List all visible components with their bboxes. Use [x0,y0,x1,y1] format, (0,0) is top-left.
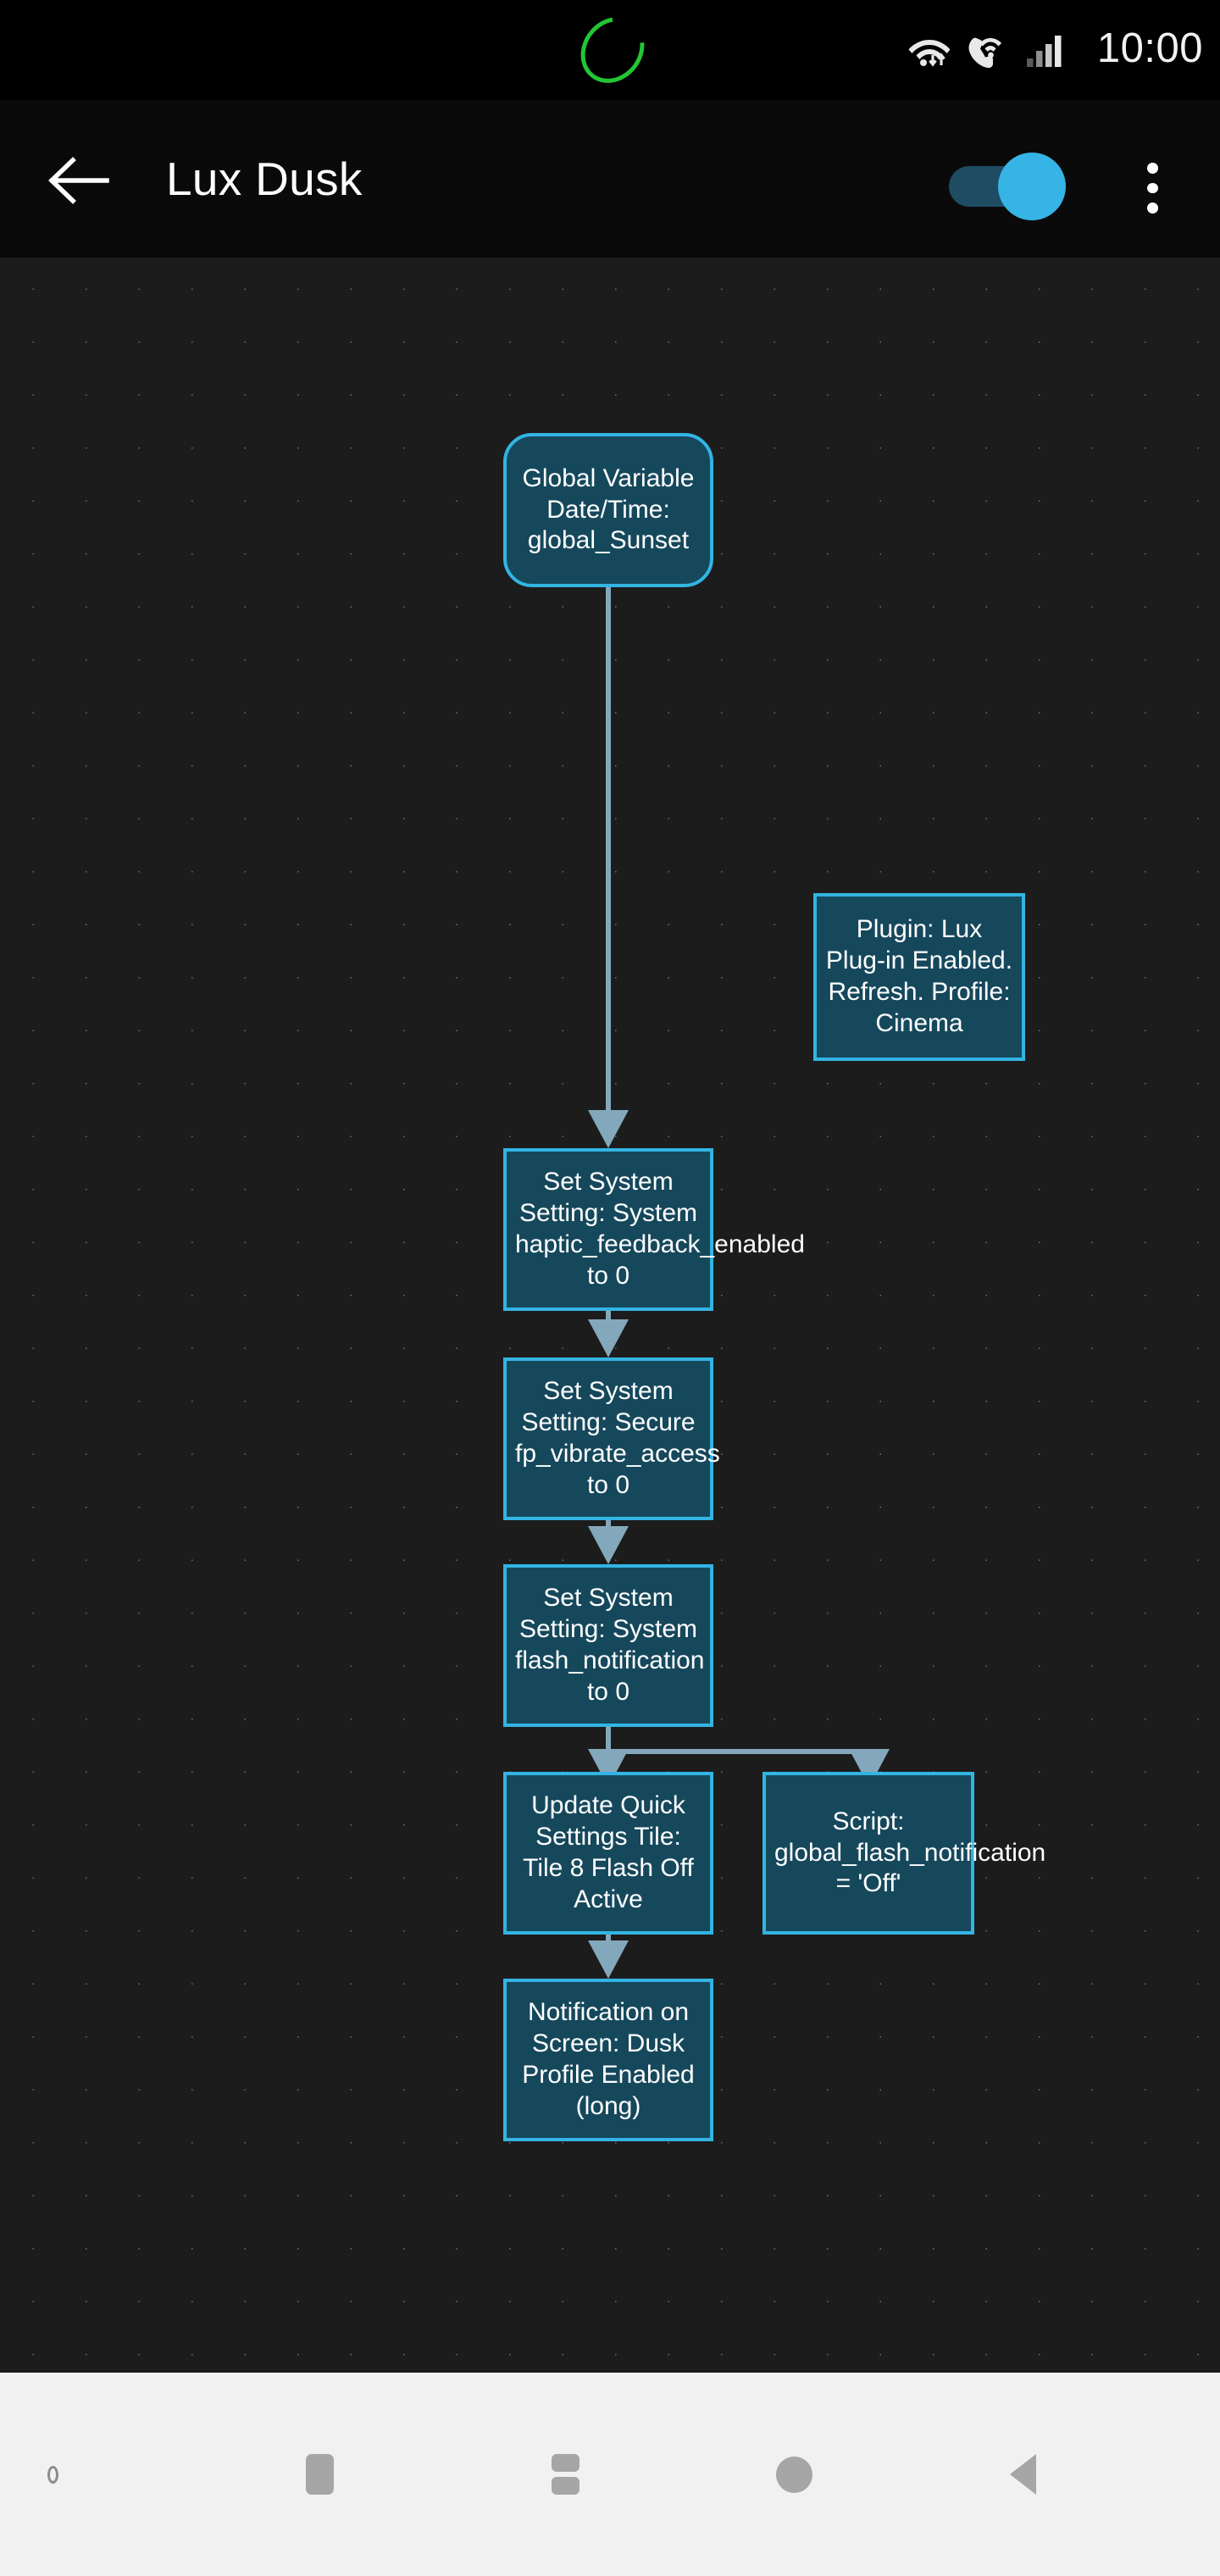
connector-flashnotif-branch [606,1727,611,1751]
arrow-head-flashnotif [588,1526,629,1564]
flow-node-label: Global Variable Date/Time: global_Sunset [522,464,695,555]
flow-node-label: Set System Setting: System haptic_feedba… [515,1168,805,1290]
recents-square-glyph [305,2454,334,2495]
flow-node-label: Set System Setting: System flash_notific… [515,1584,705,1706]
small-circle-icon[interactable] [0,2373,105,2576]
status-bar: 10:00 [0,0,1220,100]
split-screen-glyph [551,2454,580,2495]
flow-node-trigger[interactable]: Global Variable Date/Time: global_Sunset [503,433,713,587]
overflow-dot-1 [1146,163,1158,174]
flow-node-label: Set System Setting: Secure fp_vibrate_ac… [515,1377,720,1499]
connector-haptic-fpvibrate [606,1311,611,1319]
flow-node-haptic-feedback[interactable]: Set System Setting: System haptic_feedba… [503,1148,805,1311]
arrow-head-notification [588,1940,629,1979]
wifi-icon [908,40,951,67]
toggle-thumb [998,153,1066,220]
connector-trigger-haptic [606,587,611,1110]
home-circle-glyph [775,2456,812,2493]
overflow-dot-3 [1146,203,1158,214]
arrow-head-fpvibrate [588,1319,629,1357]
connector-fpvibrate-flashnotif [606,1520,611,1526]
flow-node-flash-notification[interactable]: Set System Setting: System flash_notific… [503,1564,713,1727]
arrow-head-haptic [588,1110,629,1148]
system-navigation-bar [0,2373,1220,2576]
status-clock: 10:00 [1096,25,1203,71]
connector-qstile-notification [606,1935,611,1940]
overflow-dot-2 [1146,182,1158,194]
flow-node-plugin[interactable]: Plugin: Lux Plug-in Enabled. Refresh. Pr… [813,893,1025,1061]
back-arrow-icon[interactable] [47,149,110,212]
overflow-menu-icon[interactable] [1127,163,1178,214]
flow-node-label: Notification on Screen: Dusk Profile Ena… [522,1998,695,2120]
flow-node-label: Plugin: Lux Plug-in Enabled. Refresh. Pr… [825,915,1013,1037]
call-wifi-icon [968,37,1001,69]
camera-punch-hole-icon [568,4,657,96]
flow-node-quick-settings-tile[interactable]: Update Quick Settings Tile: Tile 8 Flash… [503,1772,713,1935]
connector-branch-horizontal [606,1749,869,1754]
back-triangle-glyph [1009,2454,1036,2495]
profile-enabled-toggle[interactable] [949,153,1066,220]
flow-node-script[interactable]: Script: global_flash_notification = 'Off… [762,1772,1046,1935]
flow-node-label: Update Quick Settings Tile: Tile 8 Flash… [523,1791,694,1913]
flow-node-notification[interactable]: Notification on Screen: Dusk Profile Ena… [503,1979,713,2141]
split-screen-icon[interactable] [442,2373,688,2576]
flow-node-label: Script: global_flash_notification = 'Off… [774,1807,1046,1898]
page-title: Lux Dusk [166,153,363,205]
home-circle-icon[interactable] [688,2373,900,2576]
app-bar: Lux Dusk [0,100,1220,258]
cellular-signal-icon [1026,36,1062,67]
small-circle-glyph [47,2465,58,2484]
flow-node-fp-vibrate[interactable]: Set System Setting: Secure fp_vibrate_ac… [503,1357,720,1520]
recents-square-icon[interactable] [197,2373,442,2576]
task-flow-canvas[interactable]: Global Variable Date/Time: global_Sunset… [0,258,1220,2373]
status-bar-icons: 10:00 [907,0,1203,100]
back-triangle-icon[interactable] [900,2373,1145,2576]
